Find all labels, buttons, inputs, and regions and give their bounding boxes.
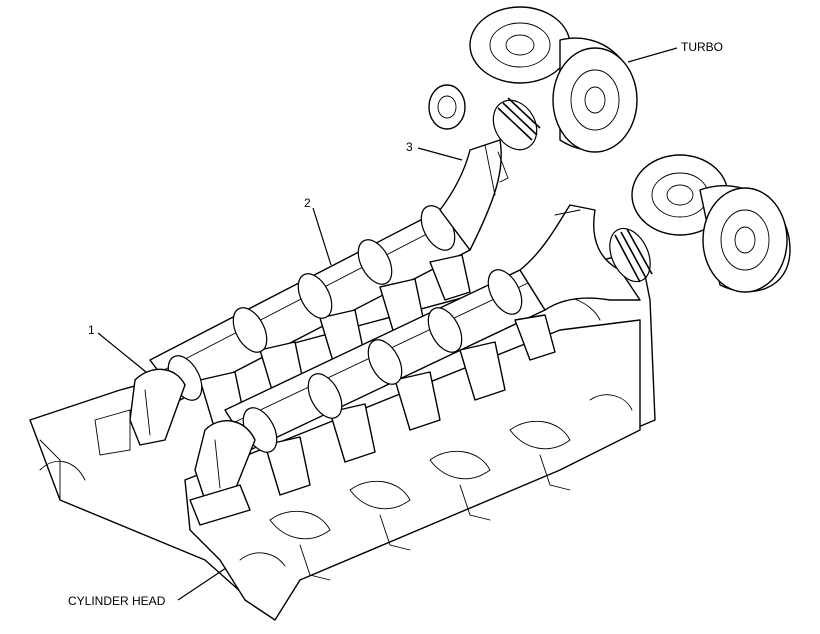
- front-bellows-clamps: [242, 269, 523, 453]
- rear-elbow: [129, 368, 186, 446]
- turbo-riser: [439, 97, 541, 251]
- callout-3-label: 3: [406, 140, 413, 154]
- callout-3: 3: [406, 140, 463, 161]
- turbo-label: TURBO: [681, 40, 723, 54]
- callout-turbo: TURBO: [627, 40, 723, 63]
- callout-2: 2: [304, 196, 332, 266]
- callout-1-label: 1: [88, 323, 95, 337]
- cylinder-head-front: [184, 319, 641, 621]
- callout-1: 1: [88, 323, 147, 373]
- callout-cylinder-head: CYLINDER HEAD: [68, 567, 227, 608]
- cylinder-head-label: CYLINDER HEAD: [68, 594, 166, 608]
- upper-turbocharger: [428, 6, 638, 153]
- lower-turbo-ypipe: [519, 204, 653, 311]
- callout-2-label: 2: [304, 196, 311, 210]
- lower-turbocharger: [631, 154, 791, 293]
- front-manifold-tube: [189, 269, 556, 526]
